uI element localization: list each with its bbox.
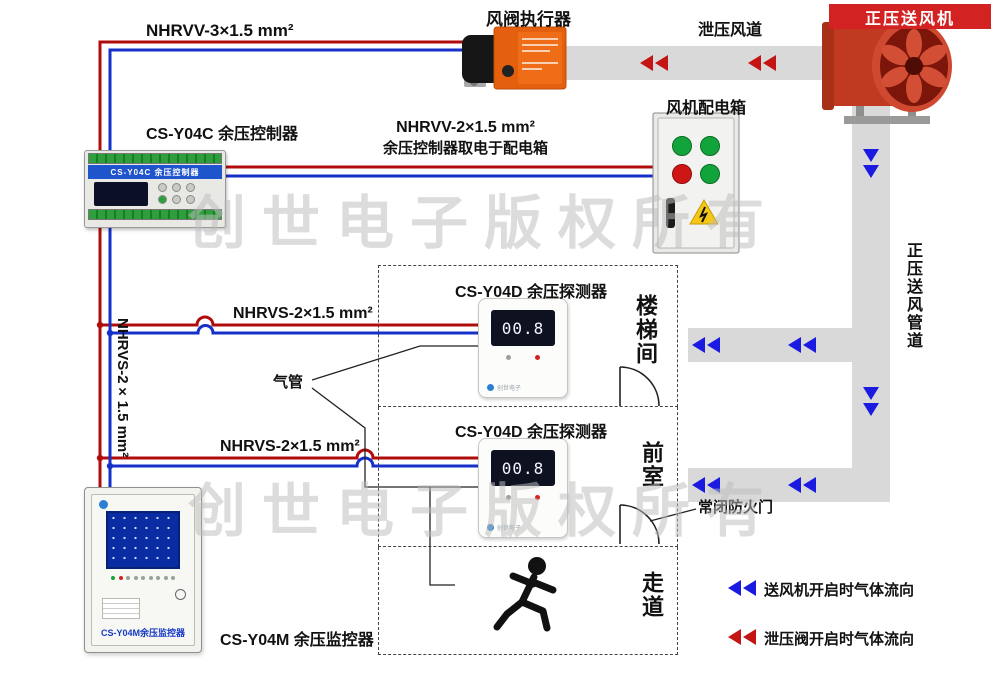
handle-icon <box>666 198 675 228</box>
person-icon <box>493 557 557 632</box>
label-room-corridor: 走道 <box>639 571 664 619</box>
red-flow-arrows <box>640 55 776 645</box>
brand-logo: 创世电子 <box>487 523 521 532</box>
label-detector-1: CS-Y04D 余压探测器 <box>455 284 608 301</box>
monitor-indicators <box>92 576 194 580</box>
legend-supply-flow: 送风机开启时气体流向 <box>764 582 915 599</box>
pressure-display: 00.8 <box>491 310 555 346</box>
red-wire-junctions <box>96 321 104 462</box>
supply-fan-banner: 正压送风机 <box>829 4 991 29</box>
blue-flow-arrows <box>692 149 879 596</box>
label-relief-duct: 泄压风道 <box>698 22 763 39</box>
label-room-front-room: 前室 <box>639 441 664 489</box>
green-button-icon <box>700 164 720 184</box>
label-distribution-box: 风机配电箱 <box>666 100 747 117</box>
status-led <box>506 355 511 360</box>
red-button-icon <box>672 164 692 184</box>
distribution-box-image <box>652 112 740 254</box>
label-bus-cable-vertical: NHRVS-2×1.5 mm² <box>114 318 131 458</box>
lock-icon <box>175 589 186 600</box>
pressure-detector-1: 00.8 创世电子 <box>478 298 568 398</box>
label-supply-duct: 正压送风管道 <box>904 242 921 350</box>
pressure-detector-2: 00.8 创世电子 <box>478 438 568 538</box>
monitor-screen <box>106 511 180 569</box>
room-stairwell-outline <box>378 265 678 407</box>
red-wires <box>98 40 657 488</box>
label-bus-cable-1: NHRVS-2×1.5 mm² <box>233 305 373 322</box>
fan-blades <box>881 29 947 103</box>
controller-device: CS-Y04C 余压控制器 <box>84 150 226 228</box>
air-tube-lines <box>311 345 478 586</box>
controller-screen <box>94 181 148 206</box>
fire-door-pointer-line <box>649 508 697 522</box>
monitor-panel-label: CS-Y04M余压监控器 <box>100 628 185 638</box>
damper-actuator-image <box>462 25 568 93</box>
label-fire-door: 常闭防火门 <box>698 499 774 516</box>
logo-icon <box>487 524 494 531</box>
label-bus-cable-2: NHRVS-2×1.5 mm² <box>220 438 360 455</box>
room-corridor-outline <box>378 547 678 655</box>
pressure-display: 00.8 <box>491 450 555 486</box>
logo-icon <box>487 384 494 391</box>
label-monitor: CS-Y04M 余压监控器 <box>220 632 374 649</box>
room-frontroom-outline <box>378 407 678 547</box>
alarm-led <box>535 355 540 360</box>
brand-logo: 创世电子 <box>487 383 521 392</box>
controller-keys <box>158 183 197 204</box>
blue-wires <box>108 48 657 488</box>
supply-fan-image <box>816 14 956 130</box>
label-air-tube: 气管 <box>273 374 304 391</box>
green-button-icon <box>672 136 692 156</box>
warning-triangle-icon <box>689 199 719 225</box>
label-cable-nhrvv3: NHRVV-3×1.5 mm² <box>146 21 294 40</box>
blue-wire-junctions <box>106 329 114 470</box>
terminal-strip <box>88 153 222 164</box>
alarm-led <box>535 495 540 500</box>
controller-band-label: CS-Y04C 余压控制器 <box>88 165 222 179</box>
terminal-strip <box>88 209 222 220</box>
label-controller: CS-Y04C 余压控制器 <box>146 126 299 143</box>
logo-icon <box>99 500 108 509</box>
monitor-cabinet: CS-Y04M余压监控器 <box>84 487 202 653</box>
legend-relief-flow: 泄压阀开启时气体流向 <box>764 631 915 648</box>
label-sticker <box>102 598 140 619</box>
status-led <box>506 495 511 500</box>
label-actuator: 风阀执行器 <box>486 10 571 29</box>
green-button-icon <box>700 136 720 156</box>
door-symbols <box>619 366 660 545</box>
relief-duct-shape <box>565 46 833 80</box>
label-power-cable: NHRVV-2×1.5 mm² 余压控制器取电于配电箱 <box>383 119 549 157</box>
label-detector-2: CS-Y04D 余压探测器 <box>455 424 608 441</box>
label-room-stairwell: 楼梯间 <box>633 294 658 366</box>
